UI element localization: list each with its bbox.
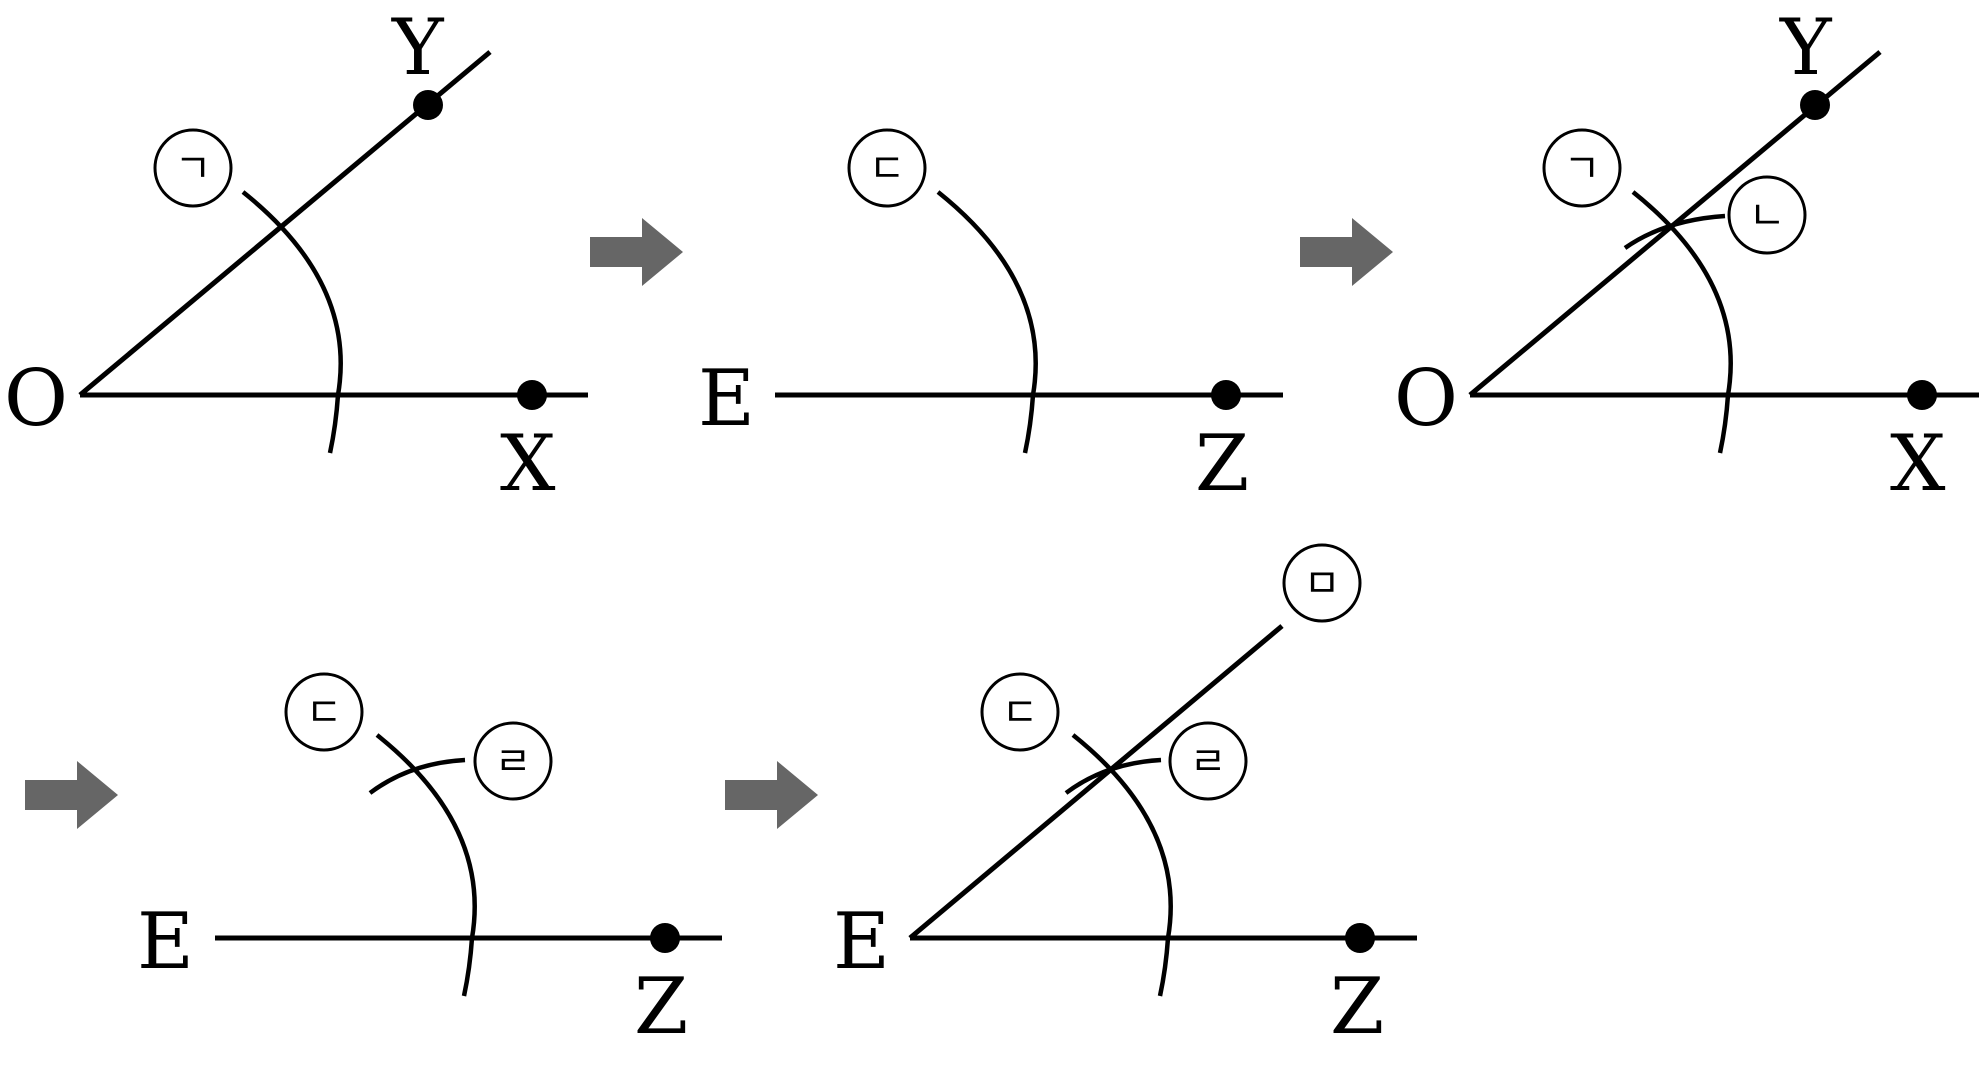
arc-step-1	[1631, 190, 1733, 454]
step-3-label: ㄷ	[869, 146, 906, 192]
point-x-dot	[517, 380, 547, 410]
arc-step-3	[375, 733, 477, 997]
ray-e-step-5	[908, 624, 1284, 940]
step-marker-1: ㄱ	[1542, 128, 1622, 208]
label-y: Y	[1779, 3, 1833, 93]
arc-step-3	[936, 190, 1038, 454]
point-x-dot	[1907, 380, 1937, 410]
next-arrow-2	[1300, 218, 1393, 286]
panel-1-angle-xoy: O X Y ㄱ	[4, 3, 588, 509]
label-z: Z	[1330, 962, 1384, 1052]
label-z: Z	[1195, 419, 1249, 509]
label-o: O	[1394, 354, 1458, 444]
step-marker-3: ㄷ	[847, 128, 927, 208]
step-marker-4: ㄹ	[1168, 721, 1248, 801]
step-3-label: ㄷ	[1002, 690, 1039, 736]
next-arrow-1	[590, 218, 683, 286]
step-1-label: ㄱ	[1564, 146, 1601, 192]
label-x: X	[1890, 419, 1946, 509]
next-arrow-4	[725, 761, 818, 829]
step-2-label: ㄴ	[1749, 193, 1786, 239]
point-y-dot	[413, 90, 443, 120]
step-4-label: ㄹ	[495, 739, 532, 785]
point-z-dot	[650, 923, 680, 953]
step-marker-1: ㄱ	[153, 128, 233, 208]
arc-step-4	[368, 757, 466, 795]
label-x: X	[500, 419, 556, 509]
label-e: E	[833, 897, 890, 987]
point-y-dot	[1800, 90, 1830, 120]
step-4-label: ㄹ	[1190, 739, 1227, 785]
label-e: E	[137, 897, 194, 987]
arc-step-3	[1071, 733, 1173, 997]
label-o: O	[4, 354, 68, 444]
panel-4-ray-ez-chord: E Z ㄷ ㄹ	[137, 672, 722, 1052]
point-z-dot	[1211, 380, 1241, 410]
panel-3-angle-xoy-chord: O X Y ㄱ ㄴ	[1394, 3, 1979, 509]
label-z: Z	[634, 962, 688, 1052]
panel-5-copied-angle: E Z ㄷ ㄹ ㅁ	[833, 543, 1417, 1052]
point-z-dot	[1345, 923, 1375, 953]
label-y: Y	[391, 3, 445, 93]
arc-step-4	[1064, 757, 1162, 795]
step-3-label: ㄷ	[306, 690, 343, 736]
step-5-label: ㅁ	[1304, 561, 1341, 607]
step-marker-3: ㄷ	[284, 672, 364, 752]
label-e: E	[698, 354, 755, 444]
step-marker-4: ㄹ	[473, 721, 553, 801]
step-marker-2: ㄴ	[1727, 175, 1807, 255]
step-marker-5: ㅁ	[1282, 543, 1362, 623]
panel-2-ray-ez: E Z ㄷ	[698, 128, 1283, 509]
next-arrow-3	[25, 761, 118, 829]
step-marker-3: ㄷ	[980, 672, 1060, 752]
arc-step-1	[241, 190, 343, 454]
arc-step-2	[1623, 213, 1726, 250]
step-1-label: ㄱ	[175, 146, 212, 192]
